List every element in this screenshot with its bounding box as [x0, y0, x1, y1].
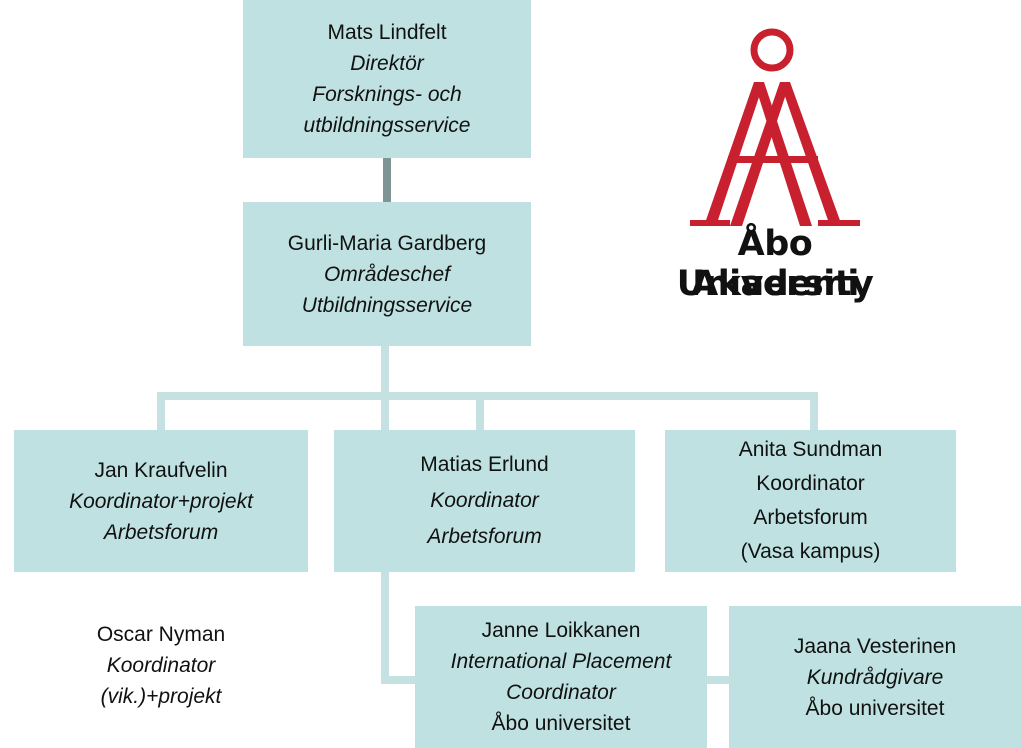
connector-horizontal-bus	[157, 392, 818, 400]
connector-loikkanen-to-vesterinen	[707, 676, 729, 684]
node-loikkanen: Janne Loikkanen International Placement …	[415, 606, 707, 748]
loikkanen-title-line2: Coordinator	[506, 681, 616, 704]
sundman-title: Koordinator	[756, 472, 865, 495]
connector-drop-erlund	[381, 392, 389, 430]
node-nyman: Oscar Nyman Koordinator (vik.)+projekt	[14, 600, 308, 730]
node-erlund: Matias Erlund Koordinator Arbetsforum	[334, 430, 635, 572]
loikkanen-name: Janne Loikkanen	[481, 619, 641, 642]
director-title: Direktör	[350, 52, 424, 75]
sundman-unit: Arbetsforum	[753, 506, 868, 529]
kraufvelin-title: Koordinator+projekt	[69, 489, 253, 513]
node-sundman: Anita Sundman Koordinator Arbetsforum (V…	[665, 430, 956, 572]
kraufvelin-unit: Arbetsforum	[103, 520, 219, 544]
sundman-name: Anita Sundman	[738, 438, 883, 461]
loikkanen-unit: Åbo universitet	[491, 712, 631, 735]
nyman-title-line2: (vik.)+projekt	[100, 684, 222, 708]
director-unit-line2: utbildningsservice	[303, 114, 471, 137]
vesterinen-name: Jaana Vesterinen	[793, 634, 957, 658]
vesterinen-title: Kundrådgivare	[806, 665, 944, 689]
logo-double-a-icon	[690, 82, 860, 226]
abo-akademi-logo-mark	[690, 28, 860, 226]
director-unit-line1: Forsknings- och	[312, 83, 462, 106]
erlund-title: Koordinator	[430, 489, 539, 512]
connector-erlund-down	[381, 572, 389, 684]
connector-to-loikkanen	[381, 676, 415, 684]
logo-text-line1: Åbo Akademi	[691, 224, 859, 304]
erlund-name: Matias Erlund	[420, 453, 549, 476]
connector-drop-sundman	[810, 392, 818, 430]
logo-ring-icon	[750, 28, 794, 72]
logo-text-line2: University	[676, 264, 874, 304]
node-director: Mats Lindfelt Direktör Forsknings- och u…	[243, 0, 531, 158]
sundman-location: (Vasa kampus)	[740, 540, 881, 563]
vesterinen-unit: Åbo universitet	[805, 696, 945, 720]
connector-drop-kraufvelin	[157, 392, 165, 430]
node-vesterinen: Jaana Vesterinen Kundrådgivare Åbo unive…	[729, 606, 1021, 748]
kraufvelin-name: Jan Kraufvelin	[94, 458, 228, 482]
area-head-title: Områdeschef	[323, 262, 451, 286]
nyman-name: Oscar Nyman	[96, 622, 226, 646]
area-head-unit: Utbildningsservice	[301, 293, 473, 317]
erlund-unit: Arbetsforum	[427, 525, 542, 548]
director-name: Mats Lindfelt	[327, 21, 447, 44]
node-area-head: Gurli-Maria Gardberg Områdeschef Utbildn…	[243, 202, 531, 346]
nyman-title-line1: Koordinator	[106, 653, 216, 677]
area-head-name: Gurli-Maria Gardberg	[287, 231, 487, 255]
node-kraufvelin: Jan Kraufvelin Koordinator+projekt Arbet…	[14, 430, 308, 572]
connector-area-head-down	[381, 346, 389, 396]
connector-drop-middle	[476, 392, 484, 430]
connector-director-to-area-head	[383, 158, 391, 202]
loikkanen-title-line1: International Placement	[450, 650, 672, 673]
